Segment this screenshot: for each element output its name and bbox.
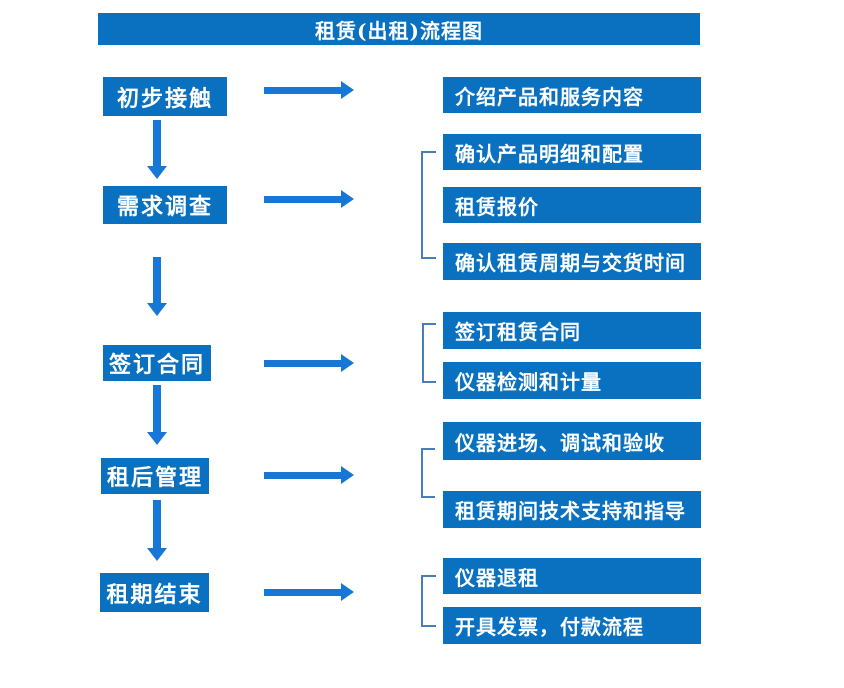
right-arrow-icon-5: [264, 583, 354, 601]
bracket-demand-survey-group: [421, 151, 436, 259]
right-arrow-icon-3: [264, 354, 354, 372]
detail-box-sign-rental-contract: 签订租赁合同: [443, 312, 701, 349]
stage-box-lease-end: 租期结束: [100, 573, 209, 612]
detail-box-confirm-details: 确认产品明细和配置: [443, 134, 701, 170]
detail-box-invoice-payment: 开具发票，付款流程: [443, 607, 701, 644]
detail-box-instrument-setup: 仪器进场、调试和验收: [443, 422, 701, 460]
detail-box-instrument-testing: 仪器检测和计量: [443, 362, 701, 399]
detail-box-tech-support: 租赁期间技术支持和指导: [443, 491, 701, 528]
stage-box-initial-contact: 初步接触: [103, 77, 227, 116]
flowchart-title: 租赁(出租)流程图: [98, 13, 700, 45]
detail-box-rental-quote: 租赁报价: [443, 187, 701, 223]
stage-box-sign-contract: 签订合同: [103, 345, 211, 381]
bracket-lease-end-group: [421, 575, 436, 627]
detail-box-intro-products: 介绍产品和服务内容: [443, 77, 701, 113]
bracket-sign-contract-group: [422, 323, 436, 383]
detail-box-confirm-period: 确认租赁周期与交货时间: [443, 243, 701, 280]
stage-box-post-rental-mgmt: 租后管理: [101, 458, 209, 494]
stage-box-demand-survey: 需求调查: [103, 186, 227, 224]
right-arrow-icon-2: [264, 190, 354, 208]
detail-box-instrument-return: 仪器退租: [443, 558, 701, 594]
right-arrow-icon-1: [264, 81, 354, 99]
down-arrow-icon-4: [146, 500, 168, 561]
down-arrow-icon-2: [146, 257, 168, 316]
down-arrow-icon-1: [146, 120, 168, 179]
right-arrow-icon-4: [264, 466, 354, 484]
down-arrow-icon-3: [146, 385, 168, 445]
bracket-post-rental-group: [421, 448, 435, 498]
